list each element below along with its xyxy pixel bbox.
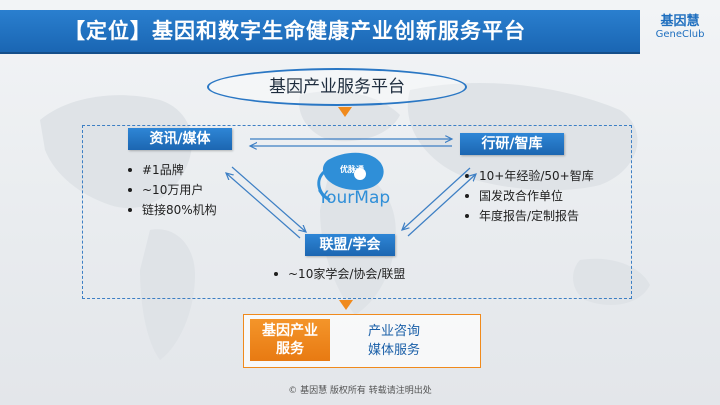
services-label-line1: 基因产业 [262, 323, 318, 339]
yourmap-small-text: 优脉通 [340, 165, 364, 174]
ecosystem-dashed-frame [82, 125, 632, 299]
list-item: 媒体服务 [368, 343, 421, 358]
list-item: ~10万用户 [124, 180, 217, 200]
list-item: ~10家学会/协会/联盟 [270, 264, 405, 284]
geneclub-logo: 基因慧 GeneClub [648, 14, 712, 41]
node-alliance-bullets: ~10家学会/协会/联盟 [270, 264, 405, 284]
services-label: 基因产业 服务 [250, 319, 330, 361]
node-alliance-label: 联盟/学会 [305, 234, 395, 256]
list-item: 产业咨询 [368, 324, 421, 339]
copyright-footer: © 基因慧 版权所有 转载请注明出处 [288, 386, 432, 396]
services-label-line2: 服务 [276, 341, 304, 357]
node-media-label: 资讯/媒体 [128, 128, 232, 150]
node-research-label: 行研/智库 [460, 133, 564, 155]
node-research-bullets: 10+年经验/50+智库 国发改合作单位 年度报告/定制报告 [461, 166, 594, 226]
logo-chinese-text: 基因慧 [660, 14, 700, 29]
list-item: 10+年经验/50+智库 [461, 166, 594, 186]
down-arrow-bottom [339, 300, 353, 310]
list-item: #1品牌 [124, 160, 217, 180]
platform-oval: 基因产业服务平台 [207, 68, 467, 106]
title-bar [0, 10, 640, 54]
yourmap-logo-icon [317, 152, 384, 202]
logo-english-text: GeneClub [655, 29, 705, 40]
page-title: 【定位】基因和数字生命健康产业创新服务平台 [64, 19, 526, 43]
yourmap-logo-text: YourMap [318, 188, 391, 208]
list-item: 年度报告/定制报告 [461, 206, 594, 226]
down-arrow-top [338, 107, 352, 117]
services-items: 产业咨询 媒体服务 [368, 322, 420, 360]
list-item: 国发改合作单位 [461, 186, 594, 206]
list-item: 链接80%机构 [124, 200, 217, 220]
node-media-bullets: #1品牌 ~10万用户 链接80%机构 [124, 160, 217, 220]
